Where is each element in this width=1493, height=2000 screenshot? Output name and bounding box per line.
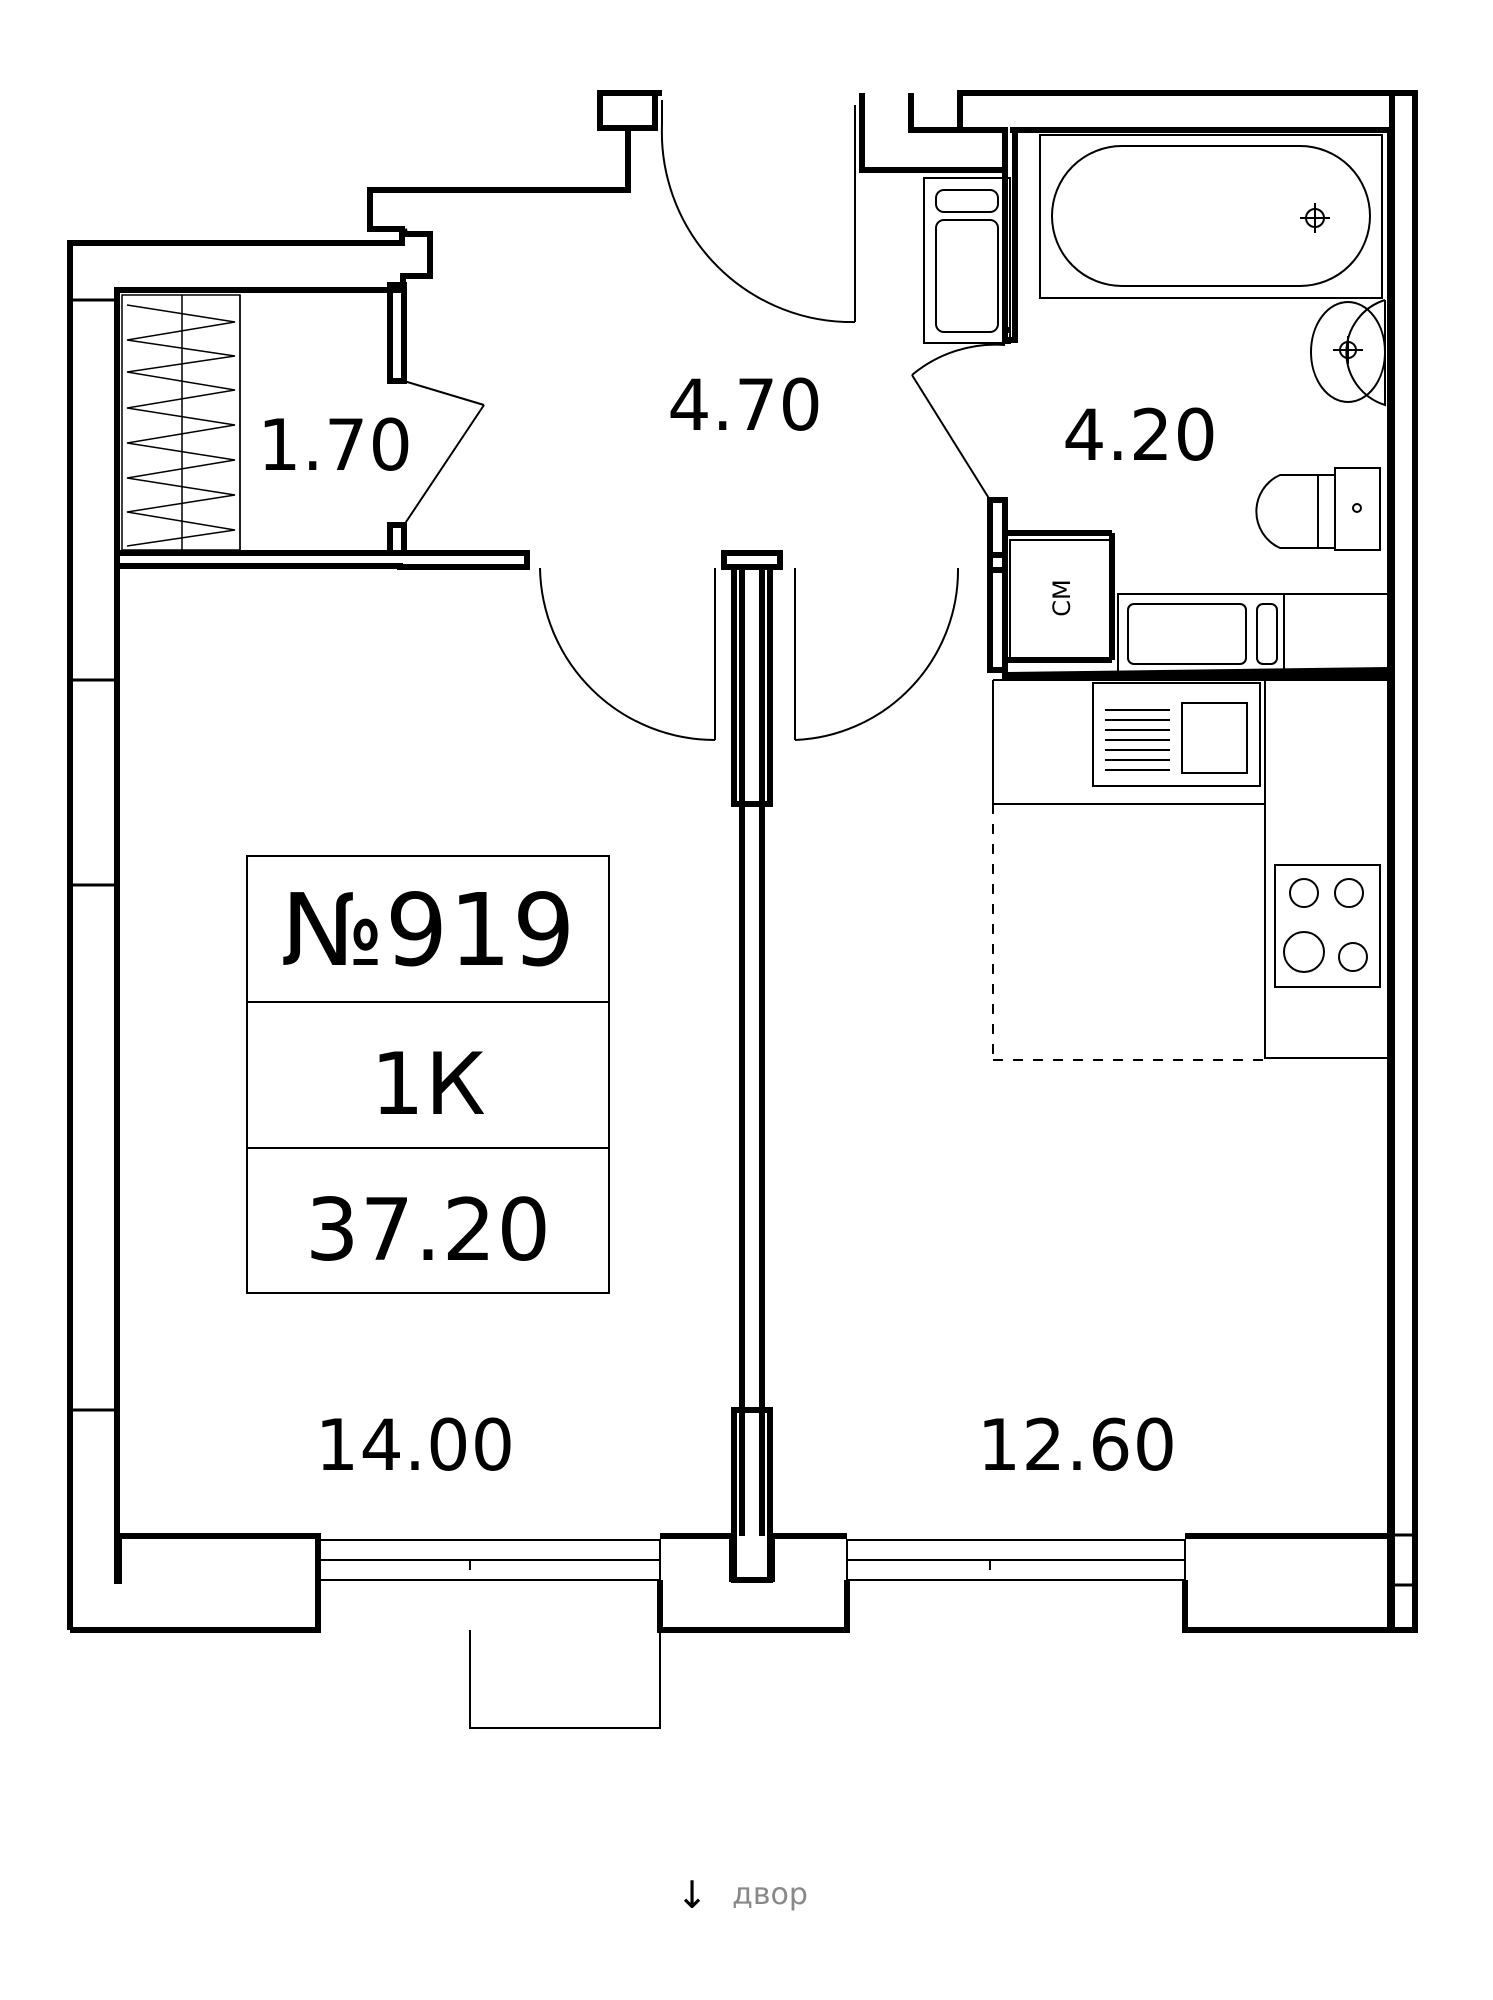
washing-machine-area bbox=[1009, 539, 1113, 659]
apartment-info-box bbox=[246, 855, 610, 1294]
washing-cabinet bbox=[923, 177, 1011, 344]
outer-walls bbox=[67, 90, 1395, 1633]
apartment-type: 1К bbox=[370, 1035, 486, 1135]
left-wall-segments bbox=[70, 298, 1415, 1587]
room-area-bedroom: 14.00 bbox=[315, 1405, 515, 1487]
orientation-label: двор bbox=[732, 1877, 808, 1912]
washing-machine-label: СМ bbox=[1048, 579, 1076, 616]
apartment-number: №919 bbox=[281, 872, 576, 989]
room-area-bathroom: 4.20 bbox=[1062, 395, 1218, 477]
room-area-hall: 4.70 bbox=[667, 365, 823, 447]
internal-walls bbox=[117, 127, 1391, 1583]
shelf-unit bbox=[1117, 593, 1391, 675]
cooktop bbox=[1274, 864, 1381, 988]
apartment-total-area: 37.20 bbox=[305, 1181, 551, 1281]
right-wall-outer bbox=[1392, 90, 1418, 1633]
room-area-kitchen-living: 12.60 bbox=[977, 1405, 1177, 1487]
window-kitchen bbox=[846, 1539, 1186, 1581]
kitchen-sink bbox=[1092, 682, 1261, 787]
doors bbox=[403, 100, 1006, 741]
storage-shelves bbox=[121, 294, 241, 551]
room-area-storage: 1.70 bbox=[257, 405, 413, 487]
bathtub bbox=[1039, 134, 1383, 299]
window-bedroom bbox=[317, 1539, 661, 1581]
balcony bbox=[469, 1630, 661, 1729]
orientation-arrow-icon: ↓ bbox=[676, 1873, 708, 1917]
kitchen-counter bbox=[992, 679, 1390, 1059]
sink bbox=[1310, 299, 1386, 407]
kitchen-dashed-zone bbox=[992, 804, 1265, 1061]
orientation-indicator: ↓ двор bbox=[676, 1873, 808, 1917]
toilet bbox=[1255, 467, 1381, 551]
